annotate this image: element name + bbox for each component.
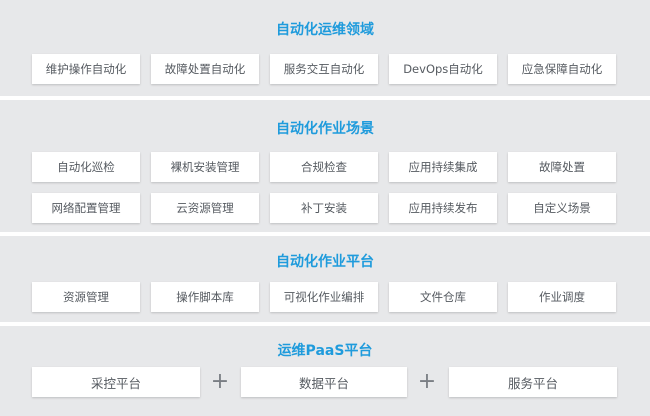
box-custom-scenario: 自定义场景	[508, 193, 616, 223]
box-maintenance-automation: 维护操作自动化	[32, 54, 140, 84]
box-auto-inspection: 自动化巡检	[32, 152, 140, 182]
box-visual-orchestration: 可视化作业编排	[270, 282, 378, 312]
box-fault-handling-automation: 故障处置自动化	[151, 54, 259, 84]
box-service-interaction-automation: 服务交互自动化	[270, 54, 378, 84]
box-data-platform: 数据平台	[241, 367, 407, 397]
box-network-config: 网络配置管理	[32, 193, 140, 223]
section-title-job-platform: 自动化作业平台	[276, 254, 374, 270]
plus-icon: +	[210, 369, 230, 394]
box-resource-management: 资源管理	[32, 282, 140, 312]
box-service-platform: 服务平台	[449, 367, 617, 397]
box-fault-handling: 故障处置	[508, 152, 616, 182]
section-title-ops-domain: 自动化运维领域	[276, 22, 374, 38]
box-emergency-automation: 应急保障自动化	[508, 54, 616, 84]
box-continuous-release: 应用持续发布	[389, 193, 497, 223]
box-script-library: 操作脚本库	[151, 282, 259, 312]
box-devops-automation: DevOps自动化	[389, 54, 497, 84]
box-collection-control-platform: 采控平台	[32, 367, 200, 397]
band-paas-platform: 运维PaaS平台 采控平台 + 数据平台 + 服务平台	[0, 326, 650, 416]
box-file-repository: 文件仓库	[389, 282, 497, 312]
plus-icon: +	[417, 369, 437, 394]
band-ops-domain: 自动化运维领域 维护操作自动化 故障处置自动化 服务交互自动化 DevOps自动…	[0, 0, 650, 96]
box-patch-install: 补丁安装	[270, 193, 378, 223]
box-continuous-integration: 应用持续集成	[389, 152, 497, 182]
section-title-job-scenarios: 自动化作业场景	[276, 121, 374, 137]
box-cloud-resource: 云资源管理	[151, 193, 259, 223]
section-title-paas-platform: 运维PaaS平台	[277, 343, 373, 359]
band-job-platform: 自动化作业平台 资源管理 操作脚本库 可视化作业编排 文件仓库 作业调度	[0, 236, 650, 322]
box-job-scheduling: 作业调度	[508, 282, 616, 312]
box-compliance-check: 合规检查	[270, 152, 378, 182]
band-job-scenarios: 自动化作业场景 自动化巡检 裸机安装管理 合规检查 应用持续集成 故障处置 网络…	[0, 100, 650, 232]
box-bare-metal-install: 裸机安装管理	[151, 152, 259, 182]
